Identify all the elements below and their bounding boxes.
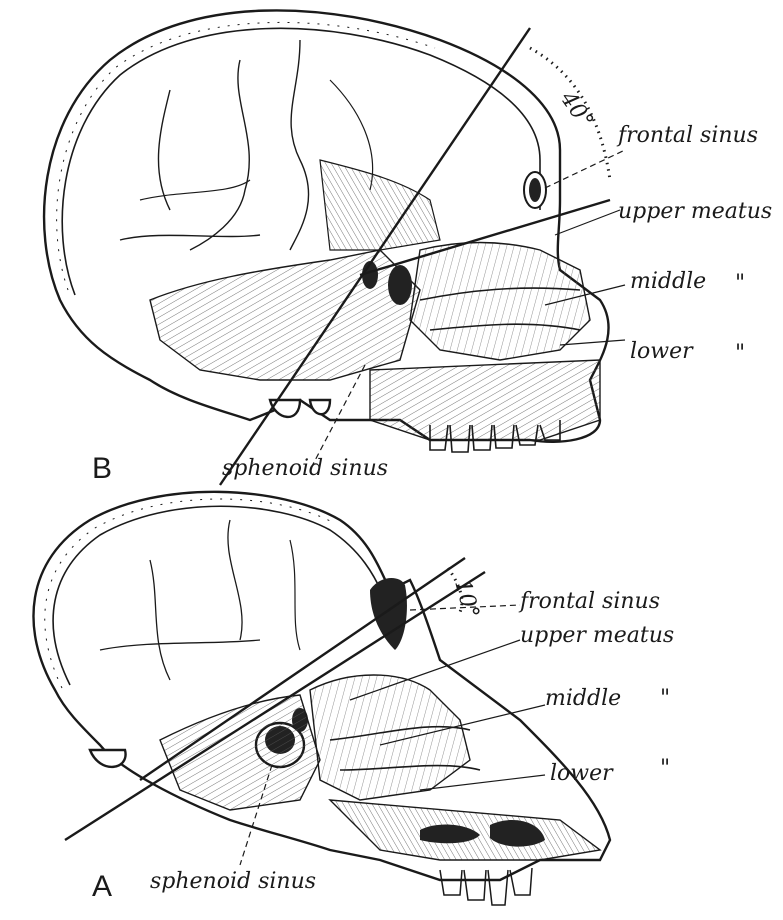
panel-b-lower-ditto: " — [735, 341, 745, 366]
panel-a-middle-label: middle — [545, 686, 621, 711]
panel-a-frontal-sinus-label: frontal sinus — [518, 589, 660, 614]
panel-b-frontal-sinus-label: frontal sinus — [616, 123, 758, 148]
panel-b-lower-label: lower — [630, 339, 694, 364]
panel-a-lower-ditto: " — [660, 756, 670, 781]
panel-a-lower-label: lower — [550, 761, 614, 786]
panel-b-skull-drawing — [44, 10, 610, 485]
panel-b-upper-meatus-label: upper meatus — [618, 199, 772, 224]
panel-b-sphenoid-sinus-label: sphenoid sinus — [222, 456, 388, 481]
panel-a-skull-drawing — [33, 492, 610, 905]
panel-b-middle-ditto: " — [735, 271, 745, 296]
panel-a-upper-meatus-label: upper meatus — [520, 623, 674, 648]
panel-b-middle-label: middle — [630, 269, 706, 294]
panel-a-middle-ditto: " — [660, 686, 670, 711]
panel-a-angle-label: 10° — [449, 577, 483, 621]
panel-b-angle-label: 40° — [555, 86, 598, 133]
panel-b-letter: B — [92, 452, 112, 485]
panel-a-sphenoid-sinus-label: sphenoid sinus — [150, 869, 316, 894]
panel-a-letter: A — [92, 870, 112, 903]
